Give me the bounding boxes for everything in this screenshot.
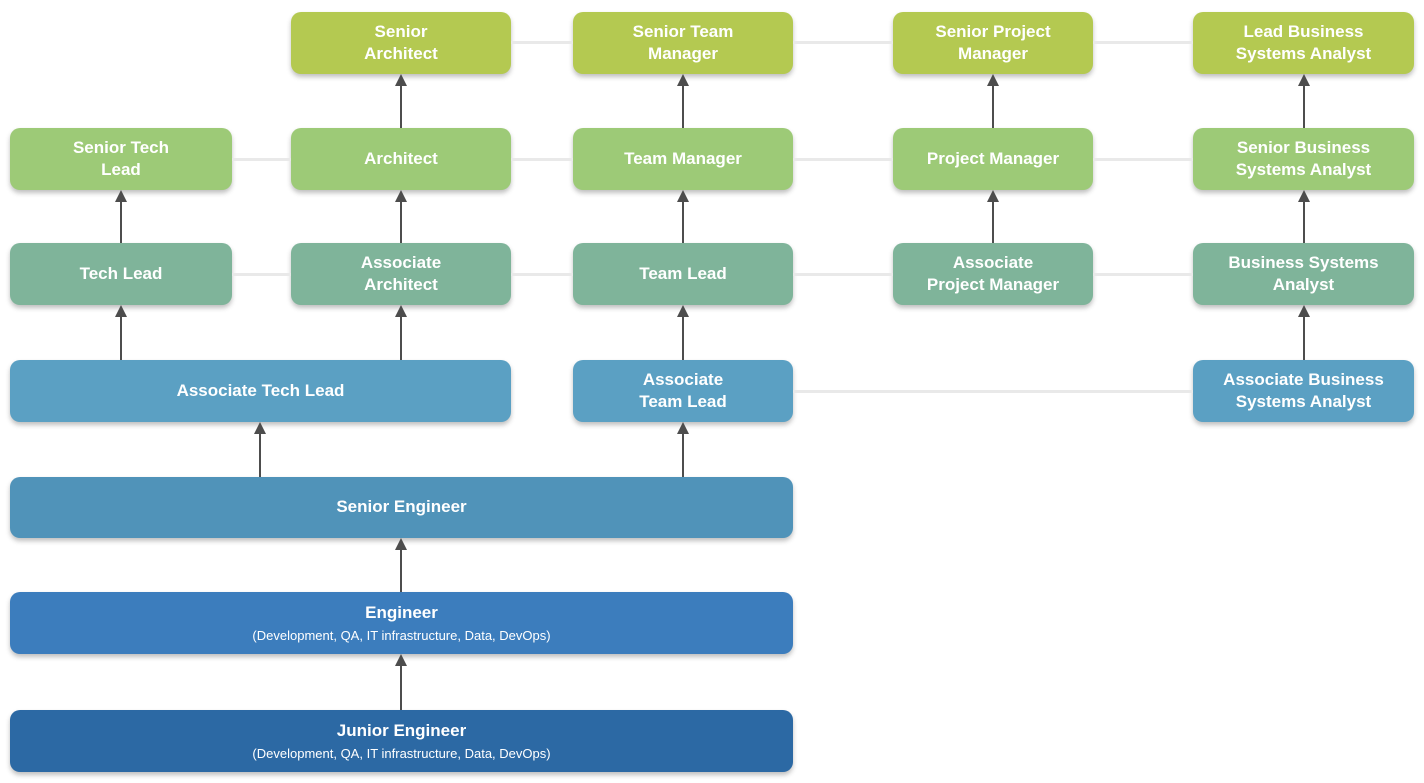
connector-line	[793, 158, 893, 161]
arrow-up-icon	[395, 654, 407, 710]
node-senior-engineer: Senior Engineer	[10, 477, 793, 538]
node-title: Junior Engineer	[336, 720, 467, 740]
arrow-up-icon	[254, 422, 266, 477]
node-title: Associate Tech Lead	[176, 380, 345, 400]
connector-line	[1093, 41, 1193, 44]
arrow-up-icon	[1298, 190, 1310, 243]
node-architect: Architect	[291, 128, 511, 190]
arrow-up-icon	[1298, 74, 1310, 128]
arrow-up-icon	[115, 190, 127, 243]
node-title: Senior Tech Lead	[72, 137, 170, 179]
node-team-lead: Team Lead	[573, 243, 793, 305]
node-title: Associate Team Lead	[639, 369, 727, 411]
node-title: Lead Business Systems Analyst	[1235, 21, 1372, 63]
node-senior-tech-lead: Senior Tech Lead	[10, 128, 232, 190]
connector-line	[232, 273, 291, 276]
arrow-up-icon	[395, 74, 407, 128]
arrow-up-icon	[677, 74, 689, 128]
arrow-up-icon	[677, 305, 689, 360]
node-title: Senior Business Systems Analyst	[1235, 137, 1372, 179]
node-associate-architect: Associate Architect	[291, 243, 511, 305]
arrow-up-icon	[677, 422, 689, 477]
node-tech-lead: Tech Lead	[10, 243, 232, 305]
node-title: Senior Architect	[364, 21, 438, 63]
node-senior-team-manager: Senior Team Manager	[573, 12, 793, 74]
node-title: Tech Lead	[79, 263, 163, 283]
arrow-up-icon	[395, 305, 407, 360]
connector-line	[793, 41, 893, 44]
node-senior-project-manager: Senior Project Manager	[893, 12, 1093, 74]
arrow-up-icon	[987, 74, 999, 128]
node-title: Associate Architect	[360, 252, 442, 294]
connector-line	[1093, 273, 1193, 276]
node-junior-engineer: Junior Engineer (Development, QA, IT inf…	[10, 710, 793, 772]
connector-line	[793, 390, 1193, 393]
node-title: Business Systems Analyst	[1228, 252, 1379, 294]
node-associate-business-systems-analyst: Associate Business Systems Analyst	[1193, 360, 1414, 422]
node-associate-team-lead: Associate Team Lead	[573, 360, 793, 422]
connector-line	[511, 273, 573, 276]
node-title: Associate Project Manager	[926, 252, 1060, 294]
connector-line	[232, 158, 291, 161]
node-senior-architect: Senior Architect	[291, 12, 511, 74]
node-title: Senior Project Manager	[935, 21, 1051, 63]
arrow-up-icon	[677, 190, 689, 243]
arrow-up-icon	[115, 305, 127, 360]
node-project-manager: Project Manager	[893, 128, 1093, 190]
arrow-up-icon	[395, 190, 407, 243]
node-title: Engineer	[365, 602, 438, 622]
node-team-manager: Team Manager	[573, 128, 793, 190]
node-subtitle: (Development, QA, IT infrastructure, Dat…	[252, 745, 551, 761]
connector-line	[511, 41, 573, 44]
connector-line	[511, 158, 573, 161]
node-associate-tech-lead: Associate Tech Lead	[10, 360, 511, 422]
connector-line	[793, 273, 893, 276]
node-title: Senior Team Manager	[632, 21, 734, 63]
node-title: Associate Business Systems Analyst	[1223, 369, 1384, 411]
connector-line	[1093, 158, 1193, 161]
node-title: Team Lead	[639, 263, 727, 283]
node-title: Senior Engineer	[336, 497, 467, 517]
node-associate-project-manager: Associate Project Manager	[893, 243, 1093, 305]
node-senior-business-systems-analyst: Senior Business Systems Analyst	[1193, 128, 1414, 190]
node-title: Team Manager	[624, 148, 742, 168]
node-subtitle: (Development, QA, IT infrastructure, Dat…	[252, 627, 551, 643]
node-title: Project Manager	[926, 148, 1060, 168]
arrow-up-icon	[987, 190, 999, 243]
arrow-up-icon	[395, 538, 407, 592]
node-business-systems-analyst: Business Systems Analyst	[1193, 243, 1414, 305]
node-engineer: Engineer (Development, QA, IT infrastruc…	[10, 592, 793, 654]
node-title: Architect	[364, 148, 438, 168]
node-lead-business-systems-analyst: Lead Business Systems Analyst	[1193, 12, 1414, 74]
arrow-up-icon	[1298, 305, 1310, 360]
